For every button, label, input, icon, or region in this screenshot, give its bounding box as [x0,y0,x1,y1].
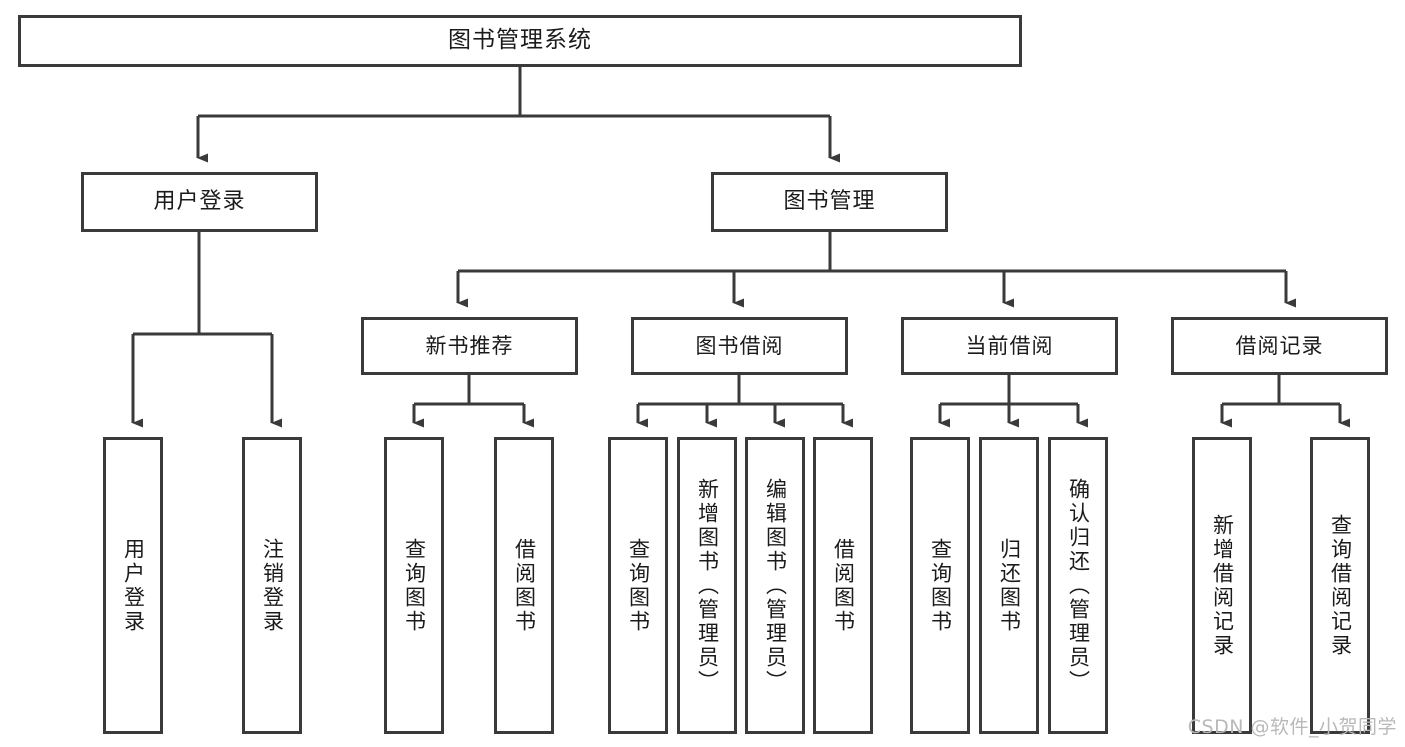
node-leaf-borrow-book-2[interactable]: 借阅图书 [813,437,873,734]
node-leaf-logout[interactable]: 注销登录 [242,437,302,734]
node-book-borrow[interactable]: 图书借阅 [631,317,848,375]
node-leaf-query-record[interactable]: 查询借阅记录 [1310,437,1370,734]
node-label: 当前借阅 [965,333,1054,358]
node-label: 编辑图书（管理员） [763,477,788,694]
node-label: 用户登录 [153,189,246,215]
node-label: 借阅图书 [512,537,537,634]
node-leaf-add-book[interactable]: 新增图书（管理员） [677,437,737,734]
node-book-management[interactable]: 图书管理 [711,172,948,232]
node-label: 图书管理系统 [448,27,592,54]
node-label: 查询图书 [402,537,427,634]
node-label: 新增图书（管理员） [695,477,720,694]
node-leaf-query-book-2[interactable]: 查询图书 [608,437,668,734]
node-leaf-borrow-book-1[interactable]: 借阅图书 [494,437,554,734]
node-label: 借阅记录 [1235,333,1324,358]
node-label: 确认归还（管理员） [1066,477,1091,694]
node-label: 查询图书 [626,537,651,634]
node-leaf-query-book-3[interactable]: 查询图书 [910,437,970,734]
node-label: 查询借阅记录 [1328,513,1353,658]
node-root-system[interactable]: 图书管理系统 [18,15,1022,67]
node-label: 图书管理 [783,189,876,215]
node-label: 图书借阅 [695,333,784,358]
node-label: 用户登录 [121,537,146,634]
node-label: 新增借阅记录 [1210,513,1235,658]
node-label: 查询图书 [928,537,953,634]
node-borrow-record[interactable]: 借阅记录 [1171,317,1388,375]
node-new-book-recommend[interactable]: 新书推荐 [361,317,578,375]
node-leaf-query-book-1[interactable]: 查询图书 [384,437,444,734]
node-label: 注销登录 [260,537,285,634]
node-label: 新书推荐 [425,333,514,358]
node-leaf-add-record[interactable]: 新增借阅记录 [1192,437,1252,734]
node-user-login[interactable]: 用户登录 [81,172,318,232]
node-leaf-return-book[interactable]: 归还图书 [979,437,1039,734]
node-current-borrow[interactable]: 当前借阅 [901,317,1118,375]
node-leaf-confirm-return[interactable]: 确认归还（管理员） [1048,437,1108,734]
node-label: 归还图书 [997,537,1022,634]
watermark-text: CSDN @软件_小贺同学 [1187,716,1397,738]
node-label: 借阅图书 [831,537,856,634]
node-leaf-edit-book[interactable]: 编辑图书（管理员） [745,437,805,734]
node-leaf-user-login[interactable]: 用户登录 [103,437,163,734]
